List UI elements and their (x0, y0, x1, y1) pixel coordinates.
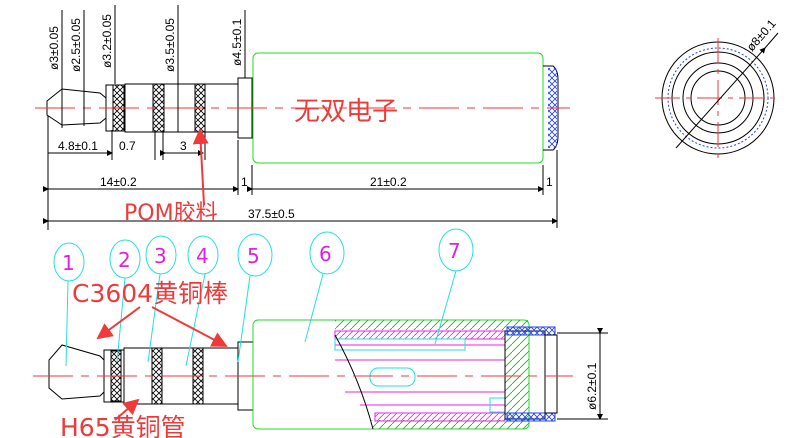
callout-6: 6 (319, 242, 332, 266)
material-note-rod: C3604黄铜棒 (72, 279, 228, 308)
dim-plug-length: 14±0.2 (100, 175, 137, 189)
end-view (655, 32, 781, 158)
dim-ring-dia: ø3.2±0.05 (100, 14, 114, 68)
section-tip (48, 344, 105, 400)
callout-5: 5 (247, 244, 260, 268)
dim-handle-length: 21±0.2 (370, 175, 407, 189)
top-view (35, 5, 570, 230)
top-view-dimension-labels: ø3±0.05 ø2.5±0.05 ø3.2±0.05 ø3.5±0.05 ø4… (47, 14, 553, 226)
insulator (334, 330, 506, 340)
callout-2: 2 (118, 248, 131, 272)
dim-end-length: 1 (546, 175, 553, 189)
callout-3: 3 (154, 244, 167, 268)
material-note-tube: H65黄铜管 (60, 413, 186, 438)
dim-insulator: 0.7 (119, 139, 136, 153)
dim-shaft-dia: ø3.5±0.05 (163, 18, 177, 72)
plug-tip (46, 88, 107, 126)
dim-tip-length: 4.8±0.1 (58, 139, 98, 153)
dim-neck-dia: ø2.5±0.05 (69, 18, 83, 72)
dim-end-cap-dia: ø6.2±0.1 (585, 362, 599, 410)
dim-ring-spacing: 3 (180, 139, 187, 153)
section-view (33, 270, 608, 430)
callouts: 1 2 3 4 5 6 7 C3604黄铜棒 H65黄铜管 ø6.2±0.1 (53, 228, 599, 438)
material-note-pom: POM胶料 (124, 201, 218, 226)
dim-handle-dia: ø8±0.1 (744, 16, 779, 54)
dim-tip-dia: ø3±0.05 (47, 26, 61, 70)
watermark: 无双电子 (294, 97, 398, 127)
dim-flange-dia: ø4.5±0.1 (230, 18, 244, 66)
callout-4: 4 (196, 244, 209, 268)
callout-7: 7 (448, 239, 461, 263)
dim-flange-length: 1 (241, 175, 248, 189)
dim-total-length: 37.5±0.5 (248, 207, 295, 221)
callout-1: 1 (62, 251, 75, 275)
